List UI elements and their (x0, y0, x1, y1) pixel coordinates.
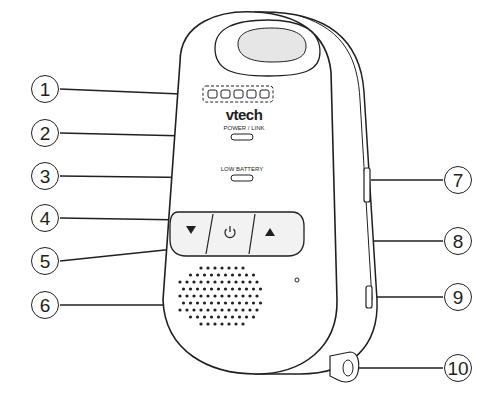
callout-circle: 6 (31, 291, 59, 319)
indicator-label: POWER / LINK (223, 125, 264, 131)
callout-circle: 2 (31, 119, 59, 147)
callout-number: 3 (40, 167, 51, 186)
power-connector (330, 352, 359, 382)
callout-number: 5 (40, 252, 51, 271)
power-led (231, 134, 253, 140)
brand-logo: vtech (226, 107, 263, 122)
callout-number: 1 (40, 80, 51, 99)
speaker-grille (178, 266, 262, 325)
handle-opening (238, 28, 306, 62)
sound-leds (208, 90, 269, 98)
callout-number: 10 (447, 359, 468, 378)
housing-front (163, 12, 337, 374)
up-arrow-icon (265, 228, 275, 236)
microphone-hole (295, 278, 299, 282)
callout-circle: 9 (444, 283, 472, 311)
side-slot (366, 286, 372, 308)
callout-circle: 1 (31, 75, 59, 103)
callout-number: 4 (40, 209, 51, 228)
callout-circle: 3 (31, 162, 59, 190)
callout-number: 8 (453, 232, 464, 251)
callout-number: 7 (453, 171, 464, 190)
callout-number: 2 (40, 124, 51, 143)
callout-circle: 8 (444, 227, 472, 255)
battery-led (231, 175, 253, 181)
side-seam (300, 16, 372, 300)
side-switch (364, 168, 370, 202)
button-panel (170, 212, 304, 256)
callout-circle: 10 (444, 354, 472, 382)
sound-led-frame (203, 86, 273, 102)
callout-circle: 5 (31, 247, 59, 275)
callout-circle: 7 (444, 166, 472, 194)
indicator-label: LOW BATTERY (221, 166, 263, 172)
callout-circle: 4 (31, 204, 59, 232)
down-arrow-icon (186, 226, 196, 234)
callout-number: 6 (40, 296, 51, 315)
power-icon (225, 226, 235, 238)
handle-cutout (215, 20, 320, 76)
callout-number: 9 (453, 288, 464, 307)
